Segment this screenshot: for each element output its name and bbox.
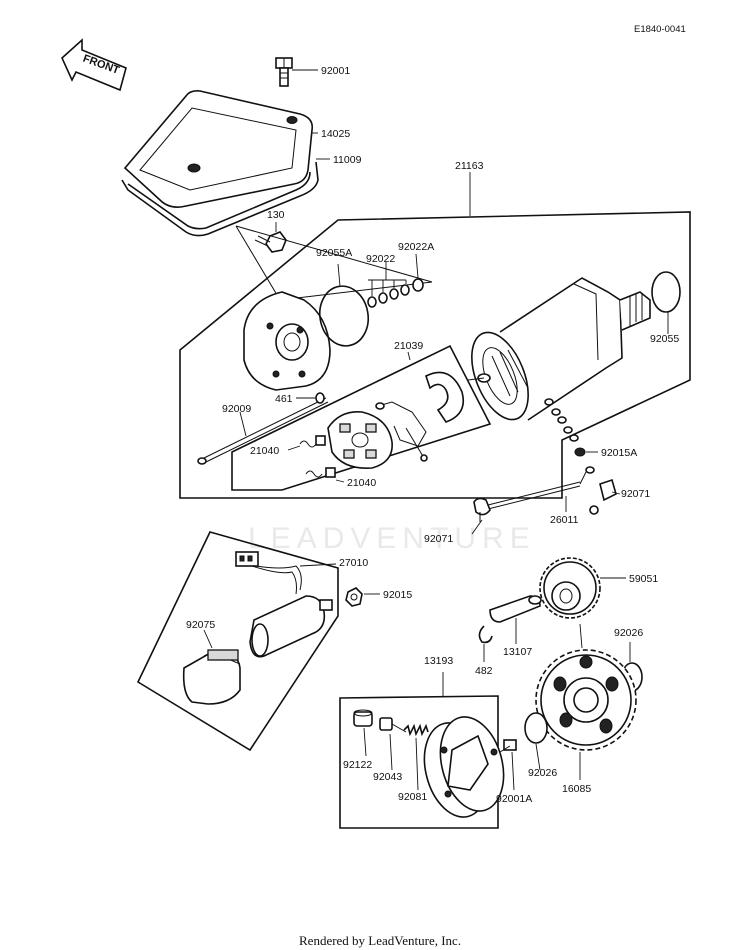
- bolt-130: [254, 231, 287, 253]
- bolt-92001: [275, 57, 293, 87]
- relay-group-outline: [136, 531, 339, 752]
- label-92015A: 92015A: [601, 447, 637, 459]
- cover-14025: [123, 90, 314, 208]
- watermark: LEADVENTURE: [248, 522, 536, 555]
- label-92015: 92015: [383, 589, 412, 601]
- relay-cover-92075: [182, 649, 241, 705]
- label-13193: 13193: [424, 655, 453, 667]
- bolt-92001A: [499, 739, 517, 753]
- front-arrow-icon: FRONT: [61, 38, 127, 92]
- brush-holder-ring: [425, 371, 465, 423]
- label-21039: 21039: [394, 340, 423, 352]
- o-ring-92055: [651, 271, 681, 313]
- spring-92081: [403, 723, 429, 737]
- label-92071-b: 92071: [424, 533, 453, 545]
- label-11009: 11009: [333, 154, 362, 166]
- nut-92015: [345, 587, 363, 607]
- pin-92043: [379, 717, 407, 733]
- label-92055A: 92055A: [316, 247, 352, 259]
- label-461: 461: [275, 393, 293, 405]
- o-ring-92055A: [318, 285, 370, 347]
- diagram-code: E1840-0041: [634, 24, 686, 35]
- roller-92122: [353, 709, 373, 727]
- o-ring-461: [315, 392, 325, 404]
- label-27010: 27010: [339, 557, 368, 569]
- brush-plate: [327, 411, 393, 469]
- spring-21040-a: [299, 435, 326, 448]
- washer-stack-92015A: [544, 398, 586, 457]
- brush-lead-wires: [375, 401, 428, 462]
- relay-body: [249, 595, 333, 658]
- gasket-11009: [121, 161, 319, 237]
- label-59051: 59051: [629, 573, 658, 585]
- label-92122: 92122: [343, 759, 372, 771]
- label-92001A: 92001A: [496, 793, 532, 805]
- label-16085: 16085: [562, 783, 591, 795]
- label-92075: 92075: [186, 619, 215, 631]
- label-14025: 14025: [321, 128, 350, 140]
- label-92022A: 92022A: [398, 241, 434, 253]
- end-cover: [243, 291, 331, 391]
- label-21163: 21163: [455, 160, 484, 172]
- through-bolt-92009: [197, 397, 329, 465]
- spring-21040-b: [305, 467, 336, 478]
- starter-motor-body: [467, 277, 651, 421]
- connector-27010: [235, 551, 302, 595]
- label-92001: 92001: [321, 65, 350, 77]
- label-21040-b: 21040: [347, 477, 376, 489]
- idle-gear-59051: [539, 557, 601, 619]
- label-92043: 92043: [373, 771, 402, 783]
- shaft-13107: [489, 595, 542, 623]
- starter-group-outline: [179, 211, 691, 499]
- label-26011: 26011: [550, 514, 579, 526]
- label-92055: 92055: [650, 333, 679, 345]
- cable-26011: [473, 466, 595, 522]
- washers-92022: [367, 278, 424, 308]
- label-92026-b: 92026: [528, 767, 557, 779]
- clutch-group-outline: [339, 695, 499, 829]
- label-13107: 13107: [503, 646, 532, 658]
- label-92009: 92009: [222, 403, 251, 415]
- clutch-housing: [423, 716, 505, 818]
- label-92026-a: 92026: [614, 627, 643, 639]
- label-130: 130: [267, 209, 285, 221]
- label-482: 482: [475, 665, 493, 677]
- circlip-482: [478, 625, 493, 644]
- label-21040-a: 21040: [250, 445, 279, 457]
- label-92081: 92081: [398, 791, 427, 803]
- footer-credit: Rendered by LeadVenture, Inc.: [299, 933, 461, 948]
- terminal-92071-a: [589, 478, 617, 515]
- washer-92026-b: [524, 712, 548, 744]
- label-92022: 92022: [366, 253, 395, 265]
- label-92071-a: 92071: [621, 488, 650, 500]
- starter-gear-16085: [535, 649, 637, 751]
